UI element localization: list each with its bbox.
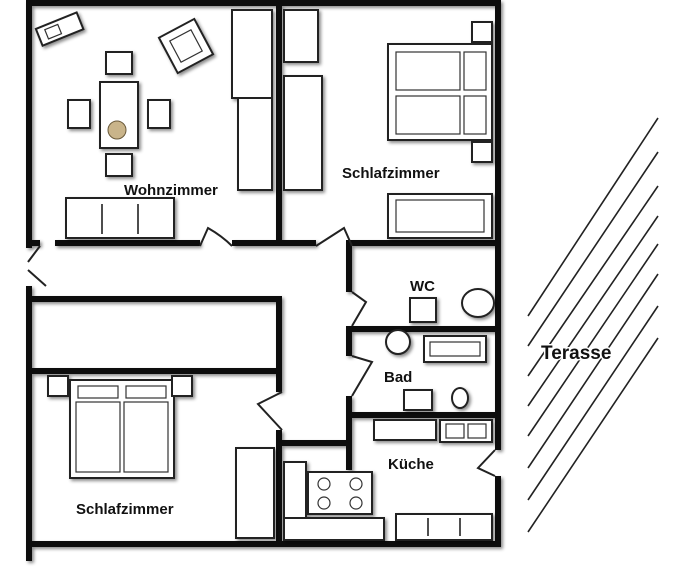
nightstand-top <box>471 21 493 43</box>
shelf-unit <box>231 9 273 99</box>
wardrobe-bedroom-top <box>283 75 323 191</box>
kitchen-sink-icon <box>439 419 493 443</box>
stove-icon <box>307 471 373 515</box>
wc-sink-icon <box>409 297 437 323</box>
double-bed-bottom <box>69 379 175 479</box>
chair-right <box>147 99 171 129</box>
plant-icon <box>107 120 127 140</box>
nightstand-bottom-left <box>47 375 69 397</box>
bath-basin-icon <box>385 329 411 355</box>
room-label-bedroom-bottom: Schlafzimmer <box>76 501 174 518</box>
nightstand-bottom <box>471 141 493 163</box>
armchair <box>157 17 215 75</box>
chair-top <box>105 51 133 75</box>
chair-left <box>67 99 91 129</box>
room-label-wc: WC <box>410 278 435 295</box>
bath-sink-icon <box>403 389 433 411</box>
terrace-hatch <box>527 117 659 533</box>
nightstand-left <box>283 9 319 63</box>
wardrobe-bedroom-bottom <box>235 447 275 539</box>
nightstand-bottom-right <box>171 375 193 397</box>
room-label-kitchen: Küche <box>388 456 434 473</box>
chair-bottom <box>105 153 133 177</box>
sofa <box>65 197 175 239</box>
double-bed-top <box>387 43 493 141</box>
furniture <box>34 9 495 541</box>
bathtub-icon <box>423 335 487 363</box>
walls <box>26 0 501 561</box>
kitchen-counter-bottom <box>283 517 385 541</box>
single-bed-top <box>387 193 493 239</box>
kitchen-unit-bottom <box>395 513 493 541</box>
room-label-bath: Bad <box>384 369 412 386</box>
room-label-bedroom-top: Schlafzimmer <box>342 165 440 182</box>
wardrobe-living <box>237 97 273 191</box>
tv-cabinet <box>34 11 85 47</box>
bath-toilet-icon <box>451 387 469 409</box>
terrace-label: Terasse <box>541 343 611 364</box>
kitchen-counter-top <box>373 419 437 441</box>
doors <box>27 226 496 477</box>
wc-toilet-icon <box>461 288 495 318</box>
room-label-living: Wohnzimmer <box>124 182 218 199</box>
